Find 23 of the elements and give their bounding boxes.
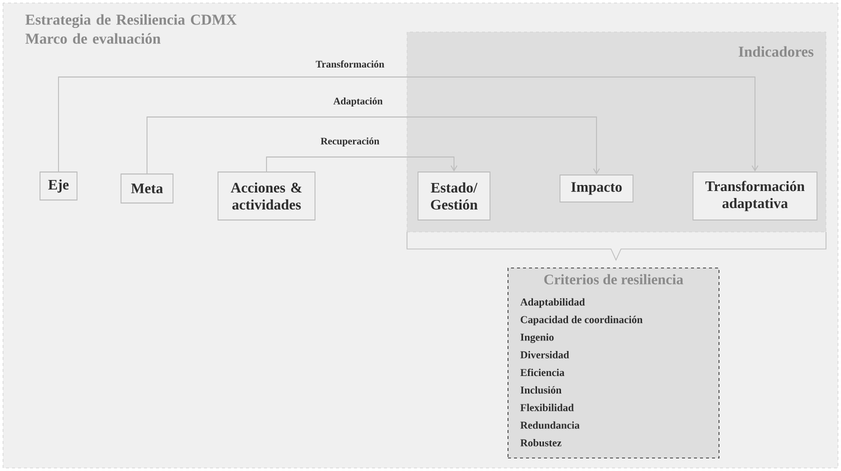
process-box: Meta: [120, 174, 174, 204]
list-item: Capacidad de coordinación: [520, 316, 643, 326]
list-item: Robustez: [520, 439, 562, 446]
panel-heading: Indicadores: [738, 46, 814, 57]
connector-arrow: [58, 76, 758, 172]
list-item: Eficiencia: [520, 368, 564, 376]
process-box: Transformación adaptativa: [692, 172, 818, 220]
title: Estrategia de Resiliencia CDMX Marco de evaluación: [25, 14, 237, 44]
criteria-box: [508, 268, 720, 458]
list-item: Ingenio: [520, 333, 554, 343]
process-box: Estado/ Gestión: [418, 172, 490, 220]
box-heading: Criterios de resiliencia: [544, 274, 684, 284]
connector-arrow: [146, 116, 600, 175]
process-box: Impacto: [560, 174, 634, 202]
process-box: Acciones & actividades: [218, 172, 316, 220]
list-item: Flexibilidad: [520, 404, 574, 412]
list-item: Redundancia: [520, 421, 580, 429]
list-item: Diversidad: [520, 351, 570, 358]
list-item: Adaptabilidad: [520, 298, 585, 308]
edge-label: Recuperación: [320, 136, 380, 148]
connector-arrow: [266, 156, 458, 172]
list-item: Inclusión: [520, 386, 562, 394]
process-box: Eje: [40, 172, 78, 200]
